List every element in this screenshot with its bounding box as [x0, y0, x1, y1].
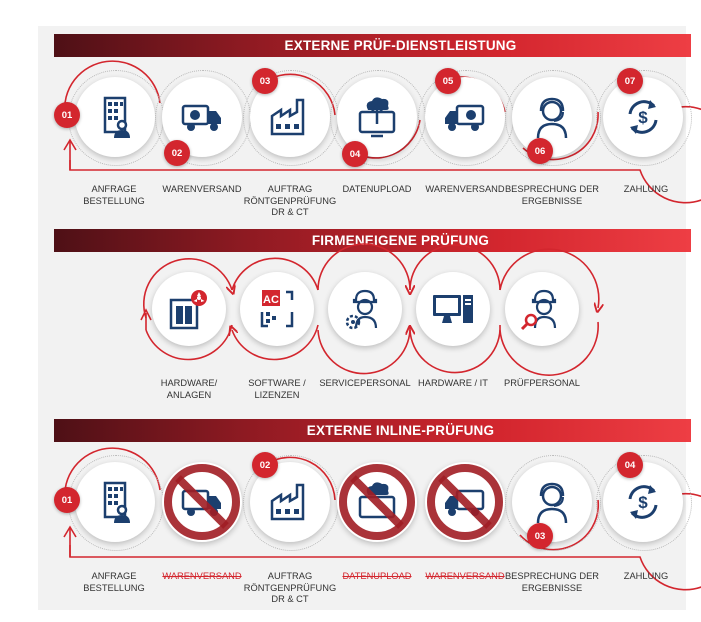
step-number-badge: 01: [54, 102, 80, 128]
factory-icon: [270, 483, 305, 521]
cloud-upload-monitor-icon: [358, 97, 396, 138]
flow-line-1: [69, 105, 701, 204]
step-number-badge: 03: [527, 523, 553, 549]
office-building-person-icon: [103, 96, 130, 138]
step-circle-crossed: [337, 462, 417, 542]
step-circle: [75, 77, 155, 157]
headset-person-icon: [536, 482, 568, 524]
step-label: ANFRAGE BESTELLUNG: [83, 184, 145, 206]
section-header-externe-pruef-dienstleistung: EXTERNE PRÜF-DIENSTLEISTUNG: [54, 34, 691, 57]
step-circle: [512, 77, 592, 157]
step-circle: $: [603, 462, 683, 542]
step-label: ZAHLUNG: [623, 184, 669, 194]
step-number-badge: 02: [252, 452, 278, 478]
step-circle-crossed: [425, 462, 505, 542]
resource-label: SERVICEPERSONAL: [319, 378, 411, 388]
step-label: AUFTRAG RÖNTGENPRÜFUNG DR & CT: [243, 571, 337, 604]
step-number-badge: 04: [342, 141, 368, 167]
step-circle: [512, 462, 592, 542]
step-circle: [75, 462, 155, 542]
step-label-struck: WARENVERSAND: [162, 571, 242, 581]
step-label: BESPRECHUNG DER ERGEBNISSE: [504, 571, 600, 593]
svg-text:AC: AC: [263, 294, 279, 306]
resource-label: SOFTWARE / LIZENZEN: [248, 378, 306, 400]
section-header-externe-inline-pruefung: EXTERNE INLINE-PRÜFUNG: [54, 419, 691, 442]
step-label-struck: WARENVERSAND: [425, 571, 505, 581]
dollar-cycle-icon: $: [628, 100, 658, 134]
office-building-person-icon: [103, 481, 130, 523]
worker-magnifier-icon: [520, 289, 557, 331]
delivery-truck-icon: [445, 104, 485, 131]
step-number-badge: 02: [164, 140, 190, 166]
delivery-truck-icon: [181, 104, 221, 131]
step-label: WARENVERSAND: [162, 184, 242, 194]
step-label: ZAHLUNG: [623, 571, 669, 581]
software-ac-icon: AC: [260, 290, 294, 328]
resource-label: HARDWARE/ ANLAGEN: [160, 378, 218, 400]
step-number-badge: 04: [617, 452, 643, 478]
step-number-badge: 05: [435, 68, 461, 94]
resource-circle: [505, 272, 579, 346]
resource-circle: [328, 272, 402, 346]
factory-icon: [270, 98, 305, 136]
dollar-cycle-icon: $: [628, 485, 658, 519]
resource-circle: AC: [240, 272, 314, 346]
step-ring: [596, 70, 692, 166]
step-ring: [596, 455, 692, 551]
step-label: AUFTRAG RÖNTGENPRÜFUNG DR & CT: [243, 184, 337, 217]
resource-circle: [152, 272, 226, 346]
step-number-badge: 03: [252, 68, 278, 94]
step-label-struck: DATENUPLOAD: [342, 571, 412, 581]
radiation-cabinet-icon: [169, 290, 207, 330]
cloud-upload-crossed-icon: [339, 464, 415, 540]
step-circle: $: [603, 77, 683, 157]
svg-text:$: $: [638, 108, 648, 127]
computer-tower-icon: [433, 295, 473, 323]
resource-label: HARDWARE / IT: [418, 378, 488, 388]
headset-person-icon: [536, 97, 568, 139]
step-number-badge: 01: [54, 487, 80, 513]
step-label: WARENVERSAND: [425, 184, 505, 194]
delivery-truck-crossed-icon: [427, 464, 503, 540]
step-number-badge: 07: [617, 68, 643, 94]
step-number-badge: 06: [527, 138, 553, 164]
worker-gear-icon: [345, 289, 378, 330]
step-circle-crossed: [162, 462, 242, 542]
step-label: ANFRAGE BESTELLUNG: [83, 571, 145, 593]
delivery-truck-crossed-icon: [164, 464, 240, 540]
resource-circle: [416, 272, 490, 346]
step-label: BESPRECHUNG DER ERGEBNISSE: [504, 184, 600, 206]
resource-label: PRÜFPERSONAL: [504, 378, 580, 388]
svg-text:$: $: [638, 493, 648, 512]
step-label: DATENUPLOAD: [342, 184, 412, 194]
